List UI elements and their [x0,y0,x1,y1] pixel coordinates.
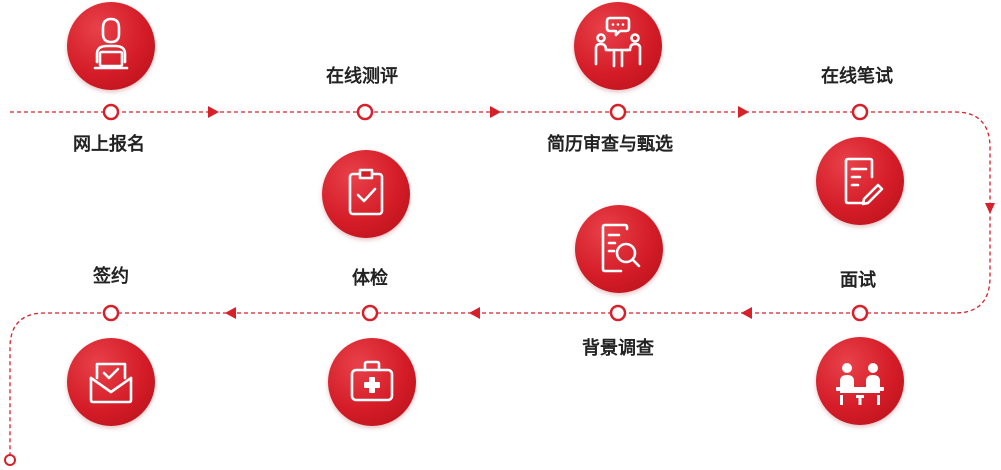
medical-kit-icon [350,360,394,402]
node-sign-contract [102,304,120,322]
step-label-background-check: 背景调查 [582,338,654,359]
arrow-right [738,106,749,118]
step-online-exam-badge [816,137,904,225]
interview-table-icon [836,363,884,405]
step-label-sign-contract: 签约 [93,266,129,287]
applicant-laptop-icon [93,17,129,70]
node-resume-screening [609,103,627,121]
arrow-left [469,307,480,319]
step-online-assessment-badge [322,150,410,238]
envelope-check-icon [89,362,133,404]
step-resume-screening-badge [574,2,662,90]
step-label-resume-screening: 简历审查与甄选 [547,134,673,155]
step-register-badge [67,2,155,90]
step-sign-contract-badge [67,338,155,426]
node-register [102,103,120,121]
arrow-right [208,106,219,118]
step-label-medical-exam: 体检 [352,268,388,289]
node-interview [851,304,869,322]
clipboard-check-icon [348,168,384,216]
step-label-online-exam: 在线笔试 [821,66,893,87]
arrow-right [490,106,501,118]
step-label-interview: 面试 [840,270,876,291]
node-online-exam [851,103,869,121]
step-label-register: 网上报名 [73,134,145,155]
step-background-check-badge [575,205,663,293]
node-background-check [609,304,627,322]
node-medical-exam [361,304,379,322]
document-pen-icon [844,157,884,206]
meeting-chat-icon [594,16,642,68]
step-medical-exam-badge [328,338,416,426]
step-label-online-assessment: 在线测评 [326,66,398,87]
arrow-down [985,203,995,214]
document-search-icon [601,223,641,273]
node-online-assessment [356,103,374,121]
arrow-left [225,307,236,319]
step-interview-badge [816,337,904,425]
node-end [4,454,16,466]
arrow-left [741,307,752,319]
